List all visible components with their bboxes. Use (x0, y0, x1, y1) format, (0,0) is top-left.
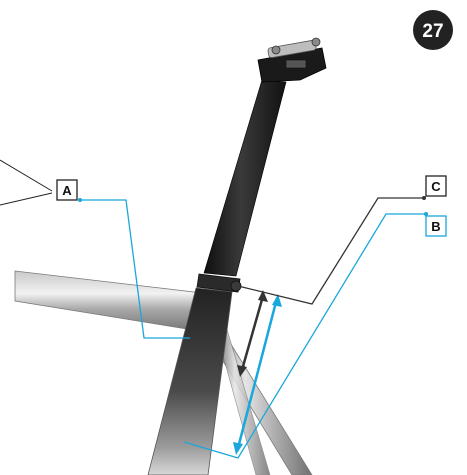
saddle-clamp (257, 37, 327, 83)
callout-c-line (237, 196, 426, 305)
step-badge-circle (413, 10, 453, 50)
callout-b-line (183, 212, 428, 459)
seatpost (203, 79, 287, 277)
step-number: 27 (422, 21, 443, 42)
label-a: A (56, 179, 78, 201)
label-b-text: B (431, 219, 440, 234)
measurement-arrow-cyan (233, 294, 282, 455)
seat-tube (147, 287, 233, 475)
label-b: B (425, 215, 447, 237)
label-c: C (425, 175, 447, 197)
measurement-arrow-dark (237, 290, 268, 377)
seat-clamp (196, 273, 242, 293)
label-a-pointer (0, 159, 53, 206)
label-c-text: C (431, 179, 441, 194)
callout-a-line (78, 198, 190, 339)
step-badge: 27 (413, 10, 453, 50)
label-a-text: A (62, 183, 72, 198)
